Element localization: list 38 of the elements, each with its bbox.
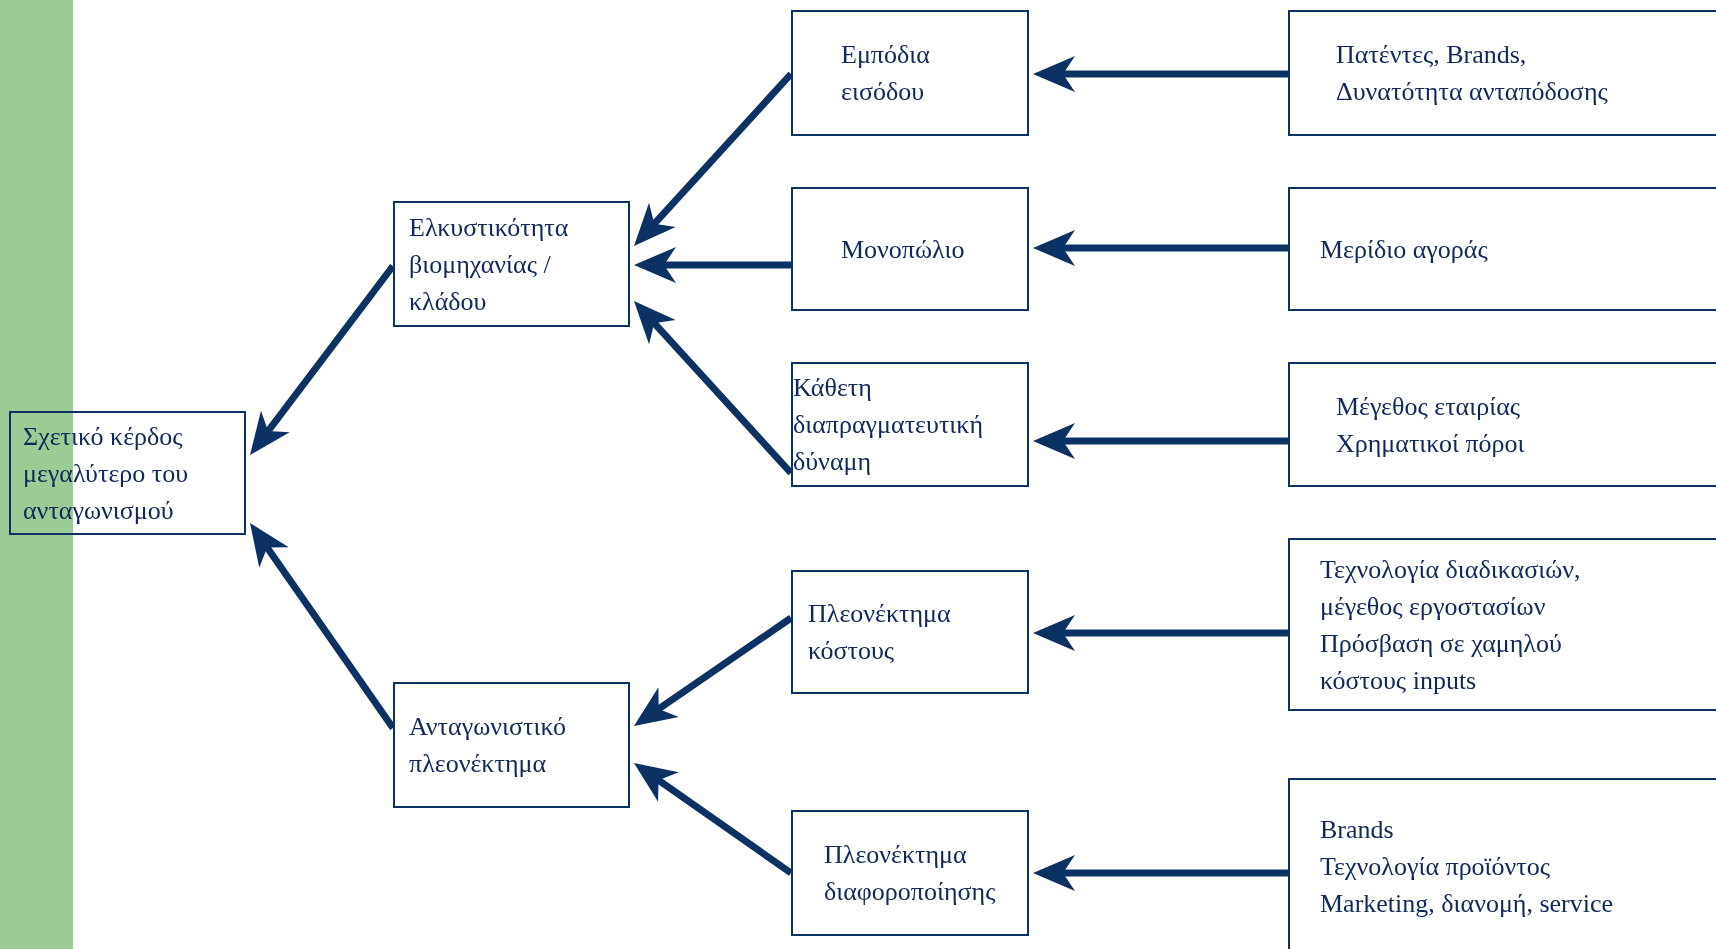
text-box xyxy=(1288,362,1716,487)
text-box xyxy=(1288,187,1716,311)
text-box xyxy=(791,187,1029,311)
box-text: Τεχνολογία διαδικασιών, μέγεθος εργοστασίων xyxy=(1320,553,1582,623)
text-box xyxy=(791,10,1029,136)
box-text: Εμπόδια εισόδου xyxy=(841,39,931,108)
arrow xyxy=(1033,423,1288,459)
text-box xyxy=(1288,10,1716,136)
arrow xyxy=(634,247,791,283)
arrow xyxy=(1033,615,1288,651)
box-text: Μερίδιο αγοράς xyxy=(1320,233,1489,266)
box-text: Δυνατότητα ανταπόδοσης xyxy=(1336,76,1609,108)
box-text: Μονοπώλιο xyxy=(841,233,966,266)
text-box xyxy=(393,201,630,327)
box-text: Τεχνολογία προϊόντος xyxy=(1320,851,1552,883)
text-box xyxy=(1288,778,1716,949)
arrow xyxy=(1033,855,1288,891)
text-box xyxy=(1288,538,1716,711)
text-box xyxy=(791,570,1029,694)
text-box xyxy=(393,682,630,808)
box-text: Ελκυστικότητα βιομηχανίας / κλάδου xyxy=(409,211,570,318)
box-text: Χρηματικοί πόροι xyxy=(1336,427,1526,460)
box-text: Μέγεθος εταιρίας xyxy=(1336,390,1522,423)
text-box xyxy=(791,810,1029,936)
arrow xyxy=(1033,56,1288,92)
text-box xyxy=(791,362,1029,487)
box-text: Κάθετη διαπραγματευτική δύναμη xyxy=(793,372,985,478)
box-text: Πλεονέκτημα διαφοροποίησης xyxy=(824,839,997,908)
box-text: Πλεονέκτημα κόστους xyxy=(808,598,952,667)
arrow xyxy=(634,763,793,876)
arrow xyxy=(634,615,793,726)
box-text: Πρόσβαση σε χαμηλού κόστους inputs xyxy=(1320,627,1563,697)
arrow xyxy=(1033,230,1288,266)
box-text: Brands xyxy=(1320,814,1395,846)
box-text: Marketing, διανομή, service xyxy=(1320,888,1615,920)
box-text: Πατέντες, Brands, xyxy=(1336,39,1528,71)
box-text: Ανταγωνιστικό πλεονέκτημα xyxy=(409,711,567,780)
text-box xyxy=(9,411,246,535)
